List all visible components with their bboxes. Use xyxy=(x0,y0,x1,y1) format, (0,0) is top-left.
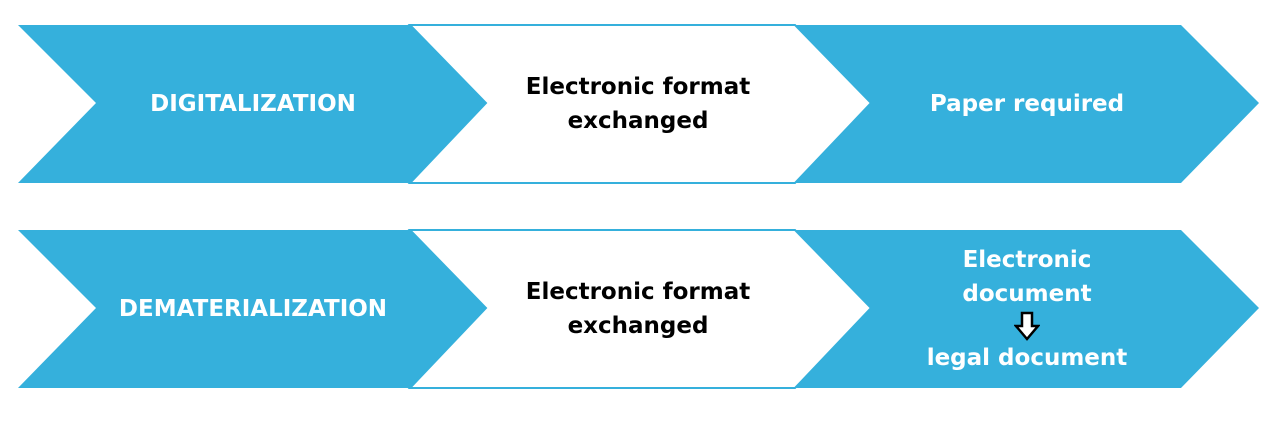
row2-chevron2-label: Electronic format exchanged xyxy=(508,230,768,388)
electronic-format-text: Electronic format exchanged xyxy=(525,74,751,134)
electronic-format-text: Electronic format exchanged xyxy=(525,279,751,339)
arrow-down-icon xyxy=(1014,311,1040,341)
row2-chevron3-label: Electronic document legal document xyxy=(902,230,1152,388)
row1-chevron3-shape xyxy=(795,25,1259,183)
paper-required-text: Paper required xyxy=(929,91,1125,117)
row1-chevron1-shape xyxy=(18,25,486,183)
legal-document-text: legal document xyxy=(926,345,1128,371)
row1-chevron3-label: Paper required xyxy=(892,25,1162,183)
digitalization-text: DIGITALIZATION xyxy=(150,91,356,117)
row1-chevron2-label: Electronic format exchanged xyxy=(508,25,768,183)
row2-chevron1-label: DEMATERIALIZATION xyxy=(96,230,410,388)
dematerialization-text: DEMATERIALIZATION xyxy=(118,296,388,322)
row2-chevron3-shape xyxy=(795,230,1259,388)
row2-chevron1-shape xyxy=(18,230,486,388)
electronic-document-text: Electronic document xyxy=(962,247,1092,307)
row1-chevron1-label: DIGITALIZATION xyxy=(96,25,410,183)
